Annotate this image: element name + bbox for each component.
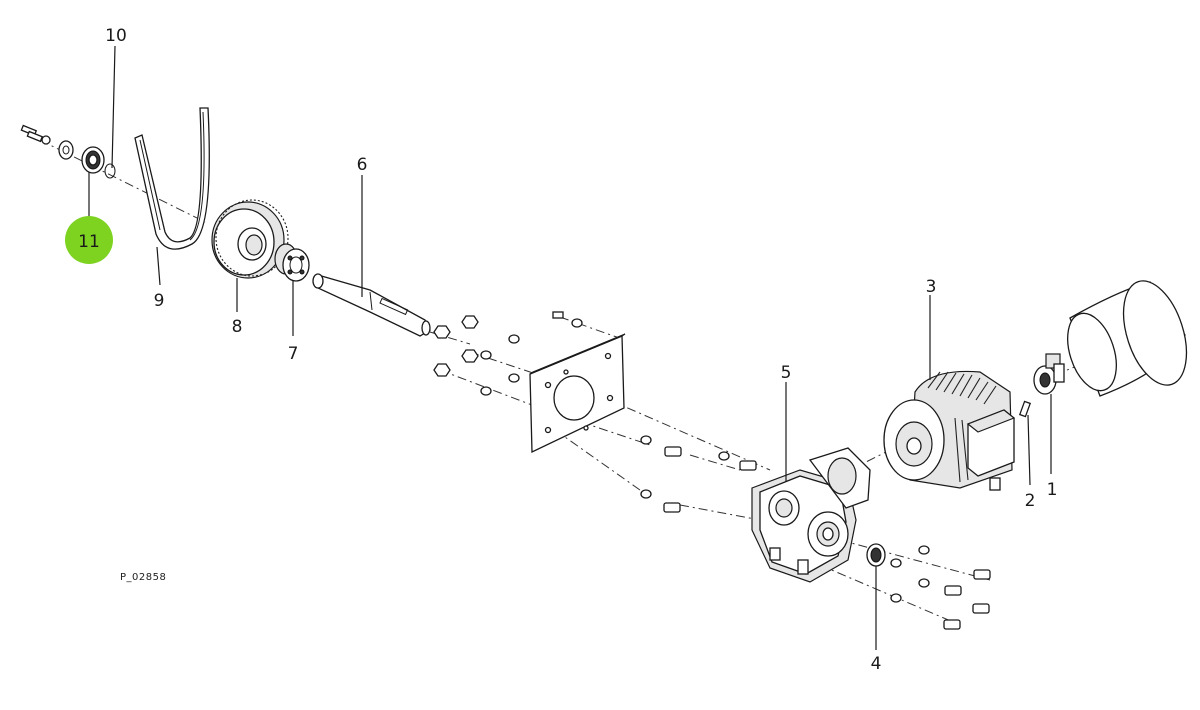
plate-bolts[interactable] [640,435,757,513]
callout-11[interactable]: 11 [78,232,100,252]
callout-11-highlight-bubble[interactable] [65,216,113,264]
callout-2[interactable]: 2 [1025,491,1036,511]
callout-labels: 10 11 9 8 7 6 5 4 3 2 1 [78,26,1057,674]
callout-9[interactable]: 9 [154,291,165,311]
callout-1[interactable]: 1 [1047,480,1058,500]
part-10-bearing[interactable] [81,146,116,179]
part-9-belt[interactable] [134,107,210,250]
part-2-key[interactable] [1018,400,1032,418]
nuts-and-washers[interactable] [433,315,520,396]
part-8-toothed-pulley[interactable] [211,199,289,279]
part-7-clamping-hub[interactable] [274,243,310,282]
mounting-plate[interactable] [529,311,626,454]
part-1-encoder[interactable] [1033,353,1065,395]
callout-10[interactable]: 10 [105,26,127,46]
part-5-gearbox[interactable] [751,447,871,583]
callout-3[interactable]: 3 [926,277,937,297]
callout-8[interactable]: 8 [232,317,243,337]
part-3-motor[interactable] [883,370,1016,491]
drawing-reference-code: P_02858 [120,572,166,583]
part-6-shaft[interactable] [312,273,431,337]
fan-cover[interactable] [1059,273,1199,397]
callout-4[interactable]: 4 [871,654,882,674]
callout-5[interactable]: 5 [781,363,792,383]
leader-lines [88,45,1052,650]
part-11-fastener-kit[interactable] [20,124,74,160]
gearbox-bolts[interactable] [890,545,991,630]
part-4-oil-seal[interactable] [866,543,886,567]
callout-7[interactable]: 7 [288,344,299,364]
motor-fins [927,371,997,483]
callout-6[interactable]: 6 [357,155,368,175]
